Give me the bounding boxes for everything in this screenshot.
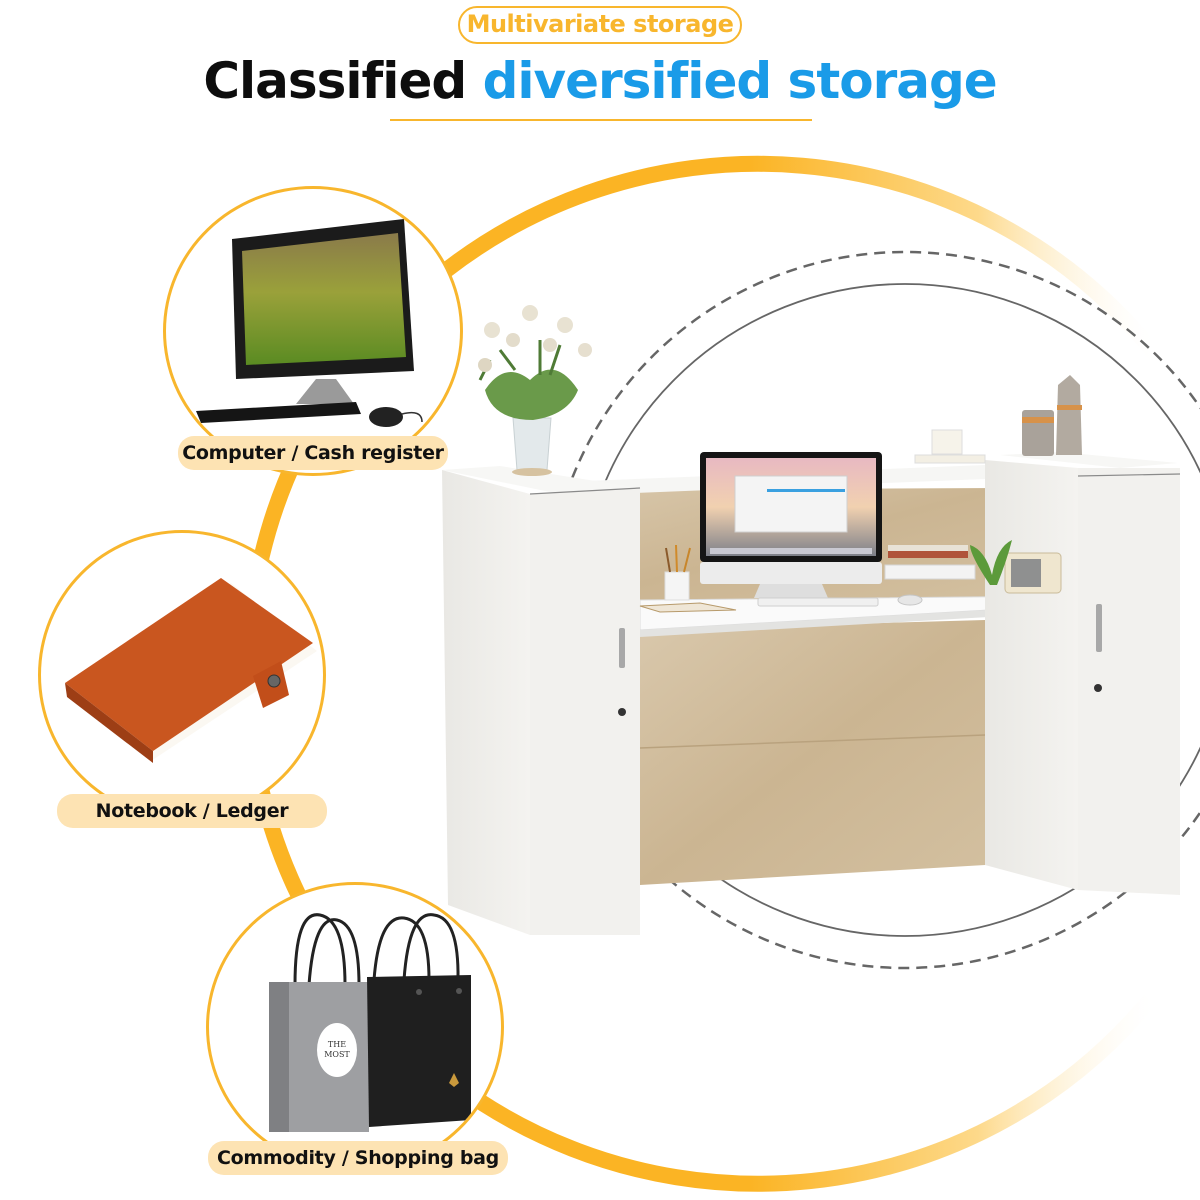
imac-stand: [754, 584, 828, 598]
callout-computer: [163, 186, 463, 476]
label-computer: Computer / Cash register: [178, 436, 448, 470]
right-cabinet-side: [985, 460, 1078, 890]
right-door-handle: [1096, 604, 1102, 652]
notebook-icon: [65, 578, 317, 763]
wood-jar: [1022, 410, 1054, 456]
keyboard: [757, 597, 879, 607]
mouse: [897, 594, 923, 606]
shopping-bag-icon: THE MOST: [269, 913, 471, 1132]
left-cabinet-top: [442, 466, 640, 494]
wood-bottle: [1056, 375, 1082, 455]
book-stack: [888, 550, 968, 558]
svg-text:THE: THE: [328, 1040, 346, 1049]
page-title: Classified diversified storage: [0, 46, 1200, 116]
left-door-handle: [619, 628, 625, 668]
modesty-panel: [640, 620, 985, 885]
callout-shopping-bag: THE MOST: [206, 882, 504, 1172]
right-cabinet-door: [1078, 468, 1180, 895]
title-part-black: Classified: [203, 52, 467, 110]
flower-bouquet: [478, 305, 592, 420]
monitor-riser: [884, 564, 976, 580]
callout-notebook: [38, 530, 326, 820]
left-cabinet-side: [442, 470, 530, 935]
computer-icon: [196, 219, 423, 427]
label-shopping-bag: Commodity / Shopping bag: [208, 1141, 508, 1175]
title-underline: [390, 119, 812, 121]
pencil-cup: [664, 571, 690, 601]
label-notebook: Notebook / Ledger: [57, 794, 327, 828]
photo-frame: [931, 429, 963, 455]
right-door-lock: [1094, 684, 1102, 692]
imac-chin: [700, 562, 882, 584]
left-door-lock: [618, 708, 626, 716]
title-part-blue: diversified storage: [482, 52, 998, 110]
svg-text:MOST: MOST: [324, 1050, 350, 1059]
category-badge: Multivariate storage: [458, 6, 742, 44]
vase: [512, 417, 552, 471]
left-cabinet-door: [530, 488, 640, 935]
small-plant: [970, 540, 1012, 585]
